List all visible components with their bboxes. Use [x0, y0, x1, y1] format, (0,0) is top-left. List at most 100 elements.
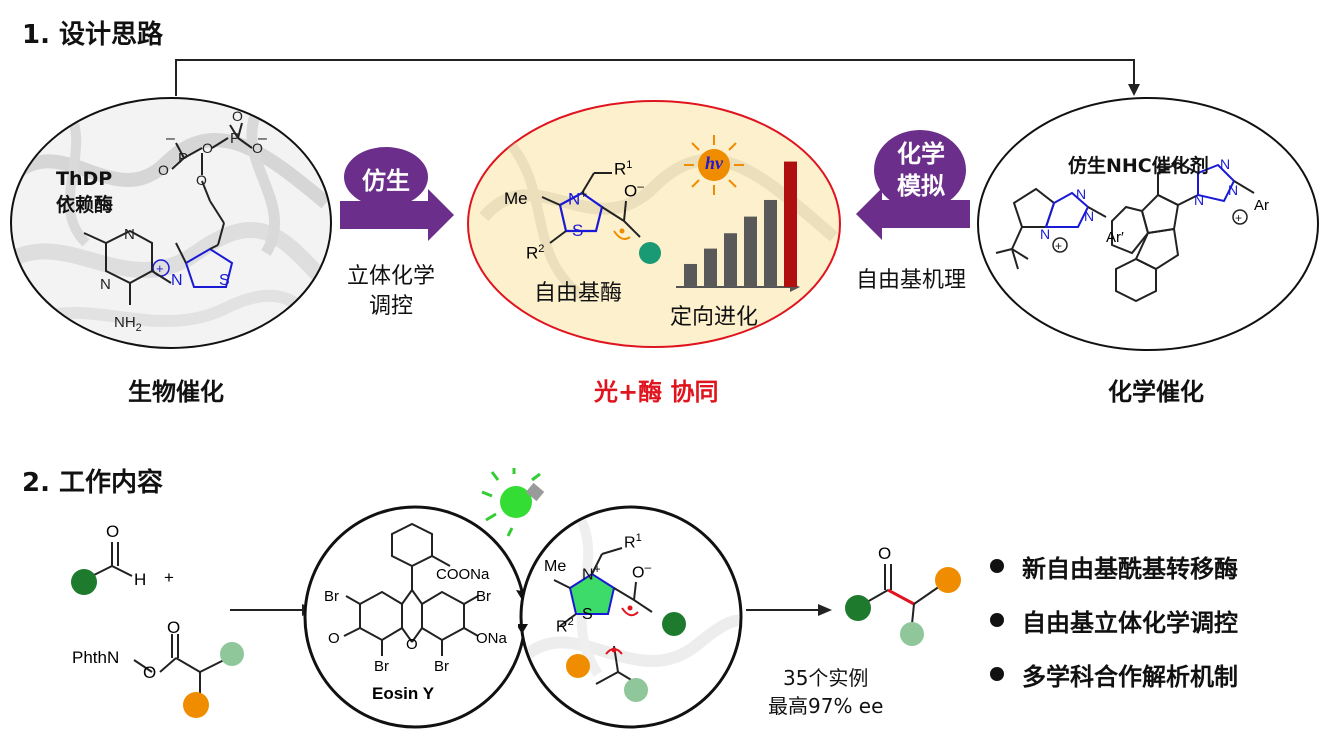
nhc-radical-cycle: Me N+ S R1 R2 O– — [516, 504, 744, 730]
br-bottom-left: Br — [374, 658, 389, 675]
p-oxygen-c: O — [252, 140, 263, 156]
nhc-r2-label: R2 — [556, 616, 574, 636]
diphosphate-chain — [171, 122, 253, 246]
evolution-bar — [744, 216, 757, 287]
evolution-bar — [764, 199, 777, 287]
svg-text:O: O — [1172, 156, 1183, 172]
phthn-label: PhthN — [72, 648, 120, 667]
ester-carbonyl-o: O — [167, 618, 181, 637]
amine-group: NH2 — [114, 314, 142, 334]
radical-enzyme-panel: Me N+ S R1 R2 O– 自由基酶 hv 定向进化 — [464, 97, 844, 351]
phosphorus-2: P — [230, 130, 240, 147]
evolution-bar — [724, 233, 737, 287]
svg-text:–: – — [258, 130, 267, 147]
svg-text:N: N — [1040, 226, 1050, 242]
nhc-n-label: N+ — [582, 562, 601, 584]
stereo-control-label: 立体化学 调控 — [346, 264, 435, 319]
positive-charge-icon — [1052, 237, 1068, 253]
radical-mechanism-label: 自由基机理 — [856, 268, 967, 293]
bridge-oxygen: O — [202, 140, 213, 156]
highlight-item-1: 新自由基酰基转移酶 — [990, 546, 1238, 586]
center-me-label: Me — [504, 189, 528, 208]
acyl-group-icon — [639, 242, 661, 264]
center-n-label: N+ — [568, 187, 588, 209]
svg-text:N: N — [1084, 208, 1094, 224]
nhc-thiazolium-ring — [568, 572, 616, 615]
radical-dot-icon — [619, 228, 625, 234]
p-oxygen-a: O — [158, 162, 169, 178]
alkyl-light-green-icon — [624, 678, 648, 702]
ester-oxygen: O — [196, 172, 207, 188]
xanthene-o: O — [406, 636, 418, 653]
bullet-icon — [990, 559, 1004, 573]
bullet-icon — [990, 667, 1004, 681]
chem-catalysis-caption: 化学催化 — [1108, 378, 1204, 406]
svg-text:+: + — [1055, 239, 1062, 253]
coona-label: COONa — [436, 566, 490, 583]
evolution-bar — [684, 263, 697, 287]
highlight-item-2: 自由基立体化学调控 — [990, 600, 1238, 640]
product-acyl-icon — [845, 595, 871, 621]
br-top-right: Br — [476, 588, 491, 605]
radical-dot-icon — [611, 647, 617, 653]
svg-text:–: – — [166, 130, 175, 147]
svg-text:N: N — [1228, 182, 1238, 198]
bio-catalysis-caption: 生物催化 — [128, 378, 224, 406]
evolution-bar — [784, 161, 797, 287]
green-light-bulb-icon — [481, 468, 545, 537]
aldehyde-r-group-icon — [71, 569, 97, 595]
center-thiazolium-ring — [558, 191, 604, 233]
nhc-s-label: S — [582, 606, 593, 623]
center-o-minus-label: O– — [624, 179, 644, 201]
aldehyde-o: O — [106, 522, 120, 541]
br-bottom-right: Br — [434, 658, 449, 675]
thiazolium-ring — [184, 247, 234, 288]
svg-text:N: N — [1194, 192, 1204, 208]
eosin-y-name: Eosin Y — [372, 684, 435, 703]
thdp-enzyme-panel: P P O O O – O O – S N + N N NH2 ThDP 依赖酶 — [6, 93, 336, 353]
phosphorus-1: P — [178, 150, 188, 167]
enzyme-label: ThDP 依赖酶 — [56, 168, 114, 216]
nhc-o-minus-label: O– — [632, 560, 652, 582]
highlight-item-3: 多学科合作解析机制 — [990, 654, 1238, 694]
nhc-me-label: Me — [544, 558, 567, 575]
thiazole-sulfur: S — [219, 272, 230, 289]
ar-label: Ar — [1254, 197, 1269, 214]
svg-text:+: + — [156, 261, 164, 276]
nhc-cycle-svg — [516, 505, 743, 729]
nhc-r1-label: R1 — [624, 532, 642, 552]
nhc-catalyst-panel: N N N + O N N N + 仿生NHC催化剂 Ar′ Ar — [972, 93, 1322, 355]
svg-text:+: + — [1235, 211, 1242, 225]
ketone-product-structure — [845, 564, 961, 646]
thiazole-nitrogen: N — [171, 272, 183, 289]
results-summary: 35个实例 最高97% ee — [768, 666, 884, 718]
positive-charge-icon — [1232, 209, 1248, 225]
radical-dot-icon — [627, 605, 633, 611]
svg-text:N: N — [1220, 156, 1230, 172]
br-top-left: Br — [324, 588, 339, 605]
product-light-green-icon — [900, 622, 924, 646]
section2-title: 2. 工作内容 — [22, 468, 164, 498]
photo-enzyme-caption: 光+酶 协同 — [594, 378, 719, 406]
svg-text:N: N — [1076, 186, 1086, 202]
section1-title: 1. 设计思路 — [22, 20, 164, 50]
chemical-mimic-arrow: 化学 模拟 — [846, 130, 974, 250]
ar-prime-label: Ar′ — [1106, 229, 1124, 246]
radical-enzyme-label: 自由基酶 — [534, 281, 623, 306]
directed-evolution-bars — [676, 161, 800, 292]
center-s-label: S — [572, 221, 584, 240]
plus-sign: + — [164, 568, 174, 587]
nhpi-ester-structure — [133, 634, 244, 718]
product-o: O — [878, 544, 892, 563]
pyrimidine-n-1: N — [124, 226, 135, 243]
biomimetic-badge: 仿生 — [362, 167, 410, 195]
center-r2-label: R2 — [526, 243, 545, 263]
reaction-arrow-out — [746, 604, 832, 616]
orange-group-icon — [183, 692, 209, 718]
biomimetic-arrow: 仿生 — [336, 143, 460, 253]
bullet-icon — [990, 613, 1004, 627]
evolution-bar — [704, 248, 717, 287]
ester-o-label: O — [143, 663, 157, 682]
ona-label: ONa — [476, 630, 507, 647]
ketone-o: O — [328, 630, 340, 647]
